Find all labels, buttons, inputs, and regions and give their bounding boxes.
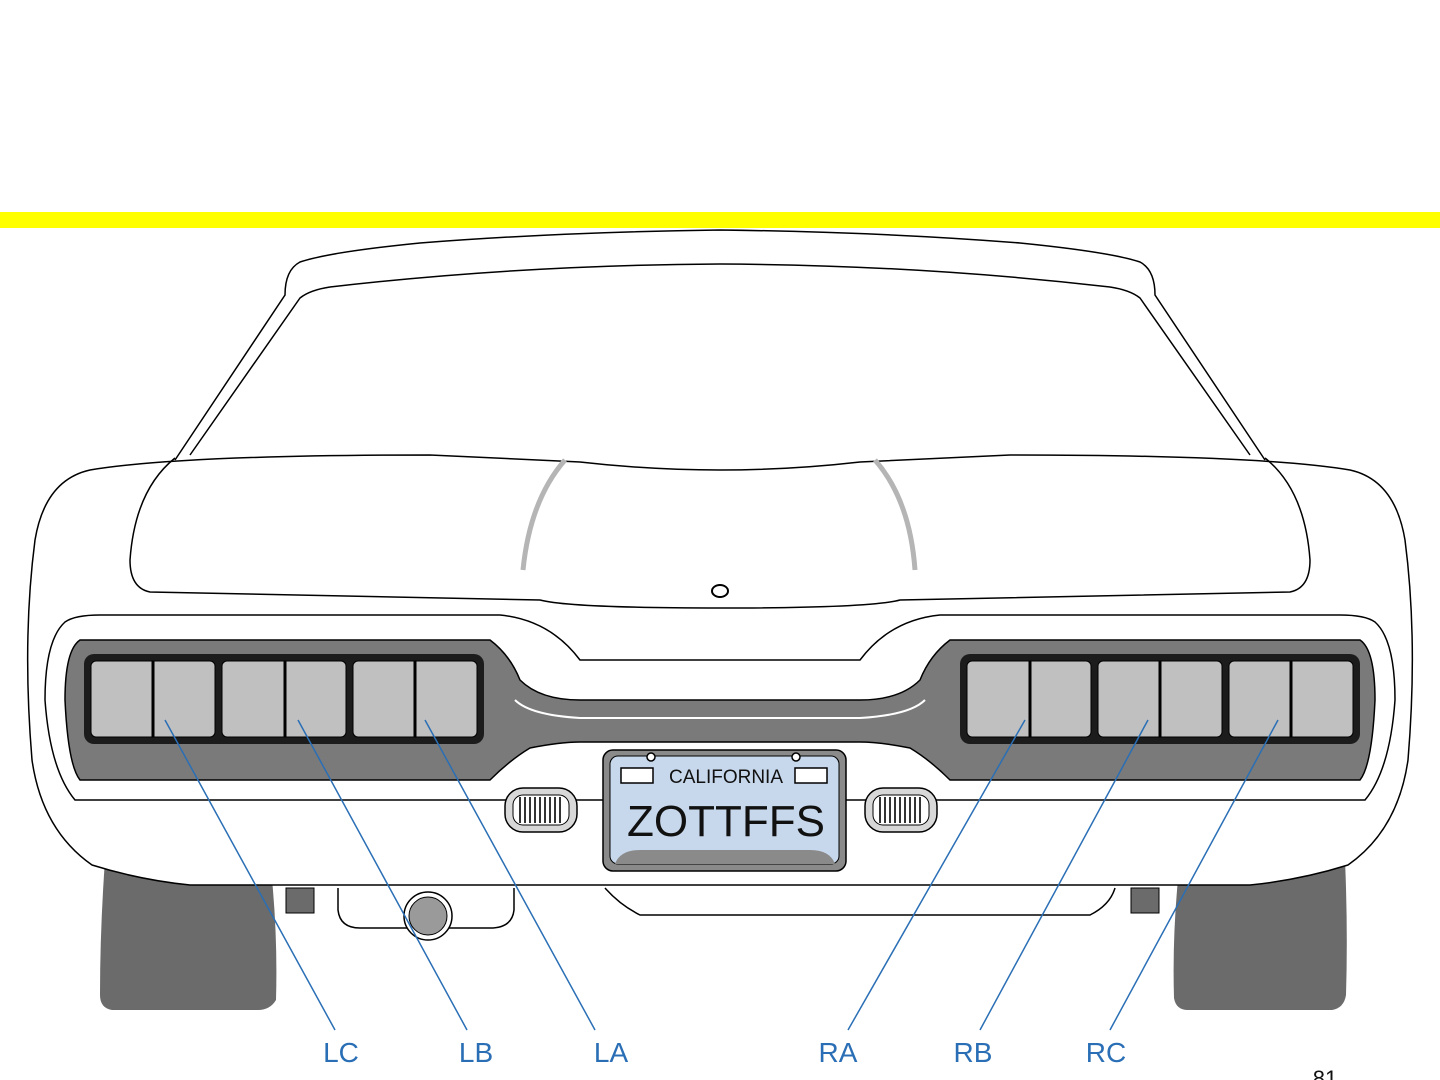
tail-panel-inner <box>514 699 926 719</box>
right-bracket <box>1130 887 1160 914</box>
page-number: 81 <box>1313 1066 1337 1080</box>
callout-line-ra <box>847 719 1026 1031</box>
callout-line-rb <box>979 719 1149 1031</box>
right-backup-light <box>864 787 938 833</box>
roof-outline <box>174 229 1266 461</box>
callout-label-rb: RB <box>954 1037 993 1068</box>
plate-state: CALIFORNIA <box>669 767 783 788</box>
left-bracket <box>285 887 315 914</box>
rear-window <box>189 263 1251 456</box>
callout-label-rc: RC <box>1086 1037 1126 1068</box>
trunk-lock <box>711 584 729 598</box>
lower-valance <box>604 887 1116 916</box>
callout-line-la <box>424 719 596 1031</box>
callout-label-lc: LC <box>323 1037 359 1068</box>
left-tire <box>100 860 277 1010</box>
license-plate: CALIFORNIA ZOTTFFS <box>602 749 847 872</box>
plate-number: ZOTTFFS <box>627 797 825 846</box>
accent-bar <box>0 212 1440 228</box>
right-tire <box>1173 860 1347 1010</box>
exhaust-pipe-inner <box>408 896 448 936</box>
callout-line-rc <box>1109 719 1279 1031</box>
callout-line-lb <box>297 719 468 1031</box>
callout-line-lc <box>164 719 336 1031</box>
trunk-lid <box>129 457 1311 609</box>
trunk-crease-right <box>873 458 918 571</box>
callout-label-ra: RA <box>819 1037 858 1068</box>
left-backup-light <box>504 787 578 833</box>
callout-label-la: LA <box>594 1037 629 1068</box>
callout-label-lb: LB <box>459 1037 493 1068</box>
trunk-crease-left <box>520 458 567 571</box>
